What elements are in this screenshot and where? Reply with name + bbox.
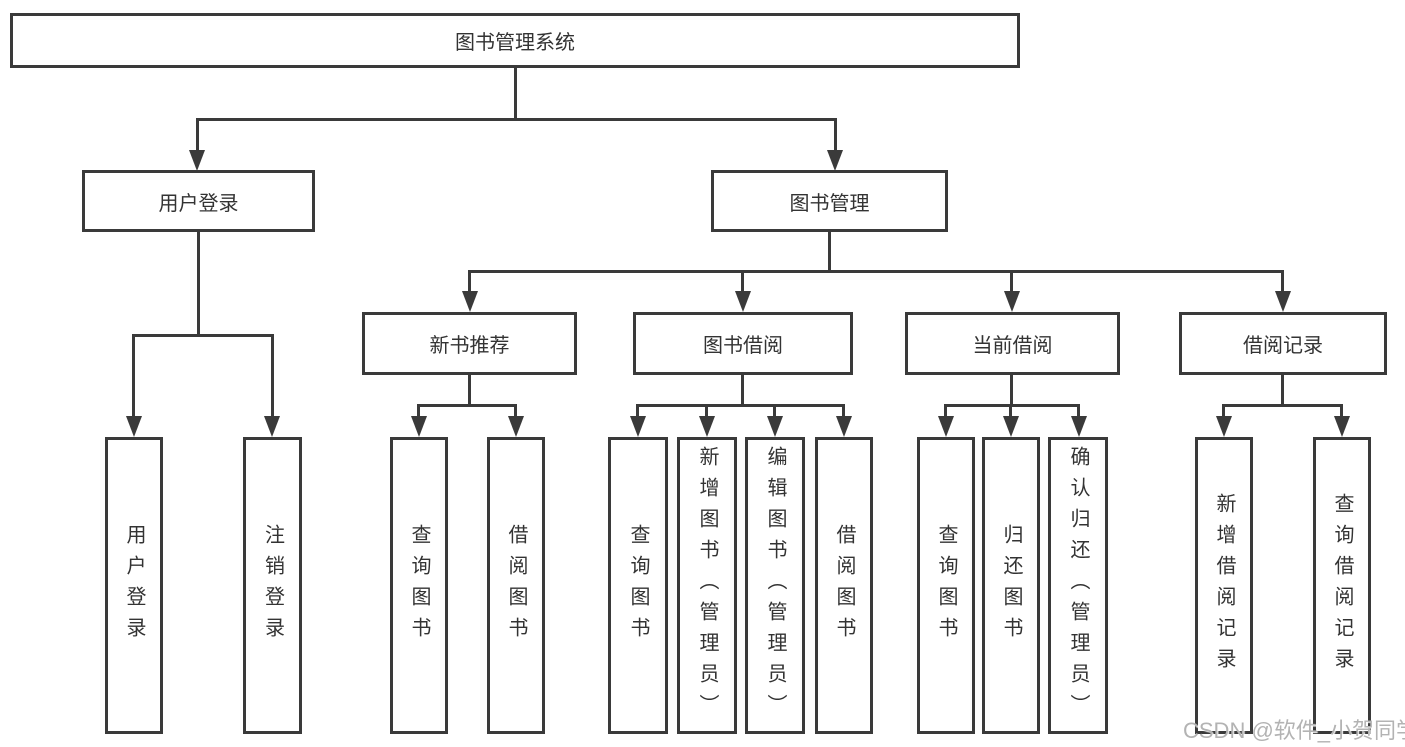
arrow-down-icon (508, 416, 524, 437)
arrow-down-icon (1334, 416, 1350, 437)
node-label: 借阅图书 (833, 523, 855, 648)
connector-line (705, 404, 708, 420)
connector-line (1340, 404, 1343, 420)
connector-line (1281, 270, 1284, 295)
connector-line (417, 404, 517, 407)
connector-line (1281, 375, 1284, 407)
connector-line (773, 404, 776, 420)
connector-line (944, 404, 947, 420)
node-label: 查询借阅记录 (1331, 492, 1353, 679)
arrow-down-icon (1003, 416, 1019, 437)
node-label: 确认归还（管理员） (1067, 446, 1089, 725)
connector-line (1010, 375, 1013, 407)
arrow-down-icon (630, 416, 646, 437)
node-current-borrowing: 当前借阅 (905, 312, 1120, 375)
node-book-borrowing: 图书借阅 (633, 312, 853, 375)
arrow-down-icon (264, 416, 280, 437)
arrow-down-icon (938, 416, 954, 437)
leaf-query-books-under-current: 查询图书 (917, 437, 975, 734)
connector-line (944, 404, 1080, 407)
connector-line (1222, 404, 1343, 407)
connector-line (196, 118, 199, 155)
leaf-query-borrow-record: 查询借阅记录 (1313, 437, 1371, 734)
connector-line (1222, 404, 1225, 420)
connector-line (834, 118, 837, 155)
arrow-down-icon (767, 416, 783, 437)
connector-line (1009, 404, 1012, 420)
arrow-down-icon (462, 291, 478, 312)
node-label: 新增图书（管理员） (696, 446, 718, 725)
node-user-login: 用户登录 (82, 170, 315, 232)
connector-line (132, 334, 135, 420)
leaf-add-borrow-record: 新增借阅记录 (1195, 437, 1253, 734)
node-book-management: 图书管理 (711, 170, 948, 232)
node-label: 注销登录 (261, 523, 284, 648)
node-label: 图书借阅 (703, 335, 783, 357)
node-label: 新书推荐 (429, 335, 510, 357)
leaf-borrow-books-under-borrowing: 借阅图书 (815, 437, 873, 734)
leaf-edit-book-admin: 编辑图书（管理员） (745, 437, 805, 734)
node-label: 新增借阅记录 (1213, 492, 1235, 679)
leaf-add-book-admin: 新增图书（管理员） (677, 437, 737, 734)
node-label: 用户登录 (123, 523, 145, 648)
connector-line (468, 375, 471, 407)
node-new-book-recommendation: 新书推荐 (362, 312, 577, 375)
connector-line (417, 404, 420, 420)
connector-line (514, 404, 517, 420)
leaf-confirm-return-admin: 确认归还（管理员） (1048, 437, 1108, 734)
node-label: 当前借阅 (972, 335, 1053, 357)
arrow-down-icon (1004, 291, 1020, 312)
leaf-logout: 注销登录 (243, 437, 302, 734)
arrow-down-icon (1216, 416, 1232, 437)
node-label: 图书管理系统 (455, 32, 575, 54)
node-label: 查询图书 (408, 523, 430, 648)
arrow-down-icon (411, 416, 427, 437)
arrow-down-icon (1275, 291, 1291, 312)
node-label: 查询图书 (627, 523, 649, 648)
leaf-return-book: 归还图书 (982, 437, 1040, 734)
node-label: 借阅图书 (505, 523, 527, 648)
arrow-down-icon (1071, 416, 1087, 437)
connector-line (132, 334, 274, 337)
connector-line (197, 232, 200, 337)
connector-line (1077, 404, 1080, 420)
connector-line (271, 334, 274, 420)
node-label: 图书管理 (789, 192, 870, 215)
arrow-down-icon (189, 150, 205, 171)
arrow-down-icon (699, 416, 715, 437)
arrow-down-icon (827, 150, 843, 171)
node-label: 借阅记录 (1243, 335, 1323, 357)
node-borrowing-records: 借阅记录 (1179, 312, 1387, 375)
arrow-down-icon (836, 416, 852, 437)
arrow-down-icon (126, 416, 142, 437)
connector-line (1010, 270, 1013, 295)
arrow-down-icon (735, 291, 751, 312)
leaf-query-books-under-borrowing: 查询图书 (608, 437, 668, 734)
connector-line (636, 404, 844, 407)
node-library-management-system: 图书管理系统 (10, 13, 1020, 68)
connector-line (468, 270, 1284, 273)
connector-line (636, 404, 639, 420)
node-label: 编辑图书（管理员） (764, 446, 786, 725)
leaf-user-login: 用户登录 (105, 437, 163, 734)
leaf-query-books-under-recommendation: 查询图书 (390, 437, 448, 734)
connector-line (468, 270, 471, 295)
connector-line (828, 232, 831, 273)
connector-line (514, 68, 517, 121)
node-label: 查询图书 (935, 523, 957, 648)
connector-line (196, 118, 837, 121)
leaf-borrow-books-under-recommendation: 借阅图书 (487, 437, 545, 734)
connector-line (842, 404, 845, 420)
connector-line (741, 375, 744, 407)
node-label: 归还图书 (1000, 523, 1022, 648)
node-label: 用户登录 (158, 192, 239, 215)
connector-line (741, 270, 744, 295)
watermark: CSDN @软件_小贺同学 (1183, 718, 1405, 743)
